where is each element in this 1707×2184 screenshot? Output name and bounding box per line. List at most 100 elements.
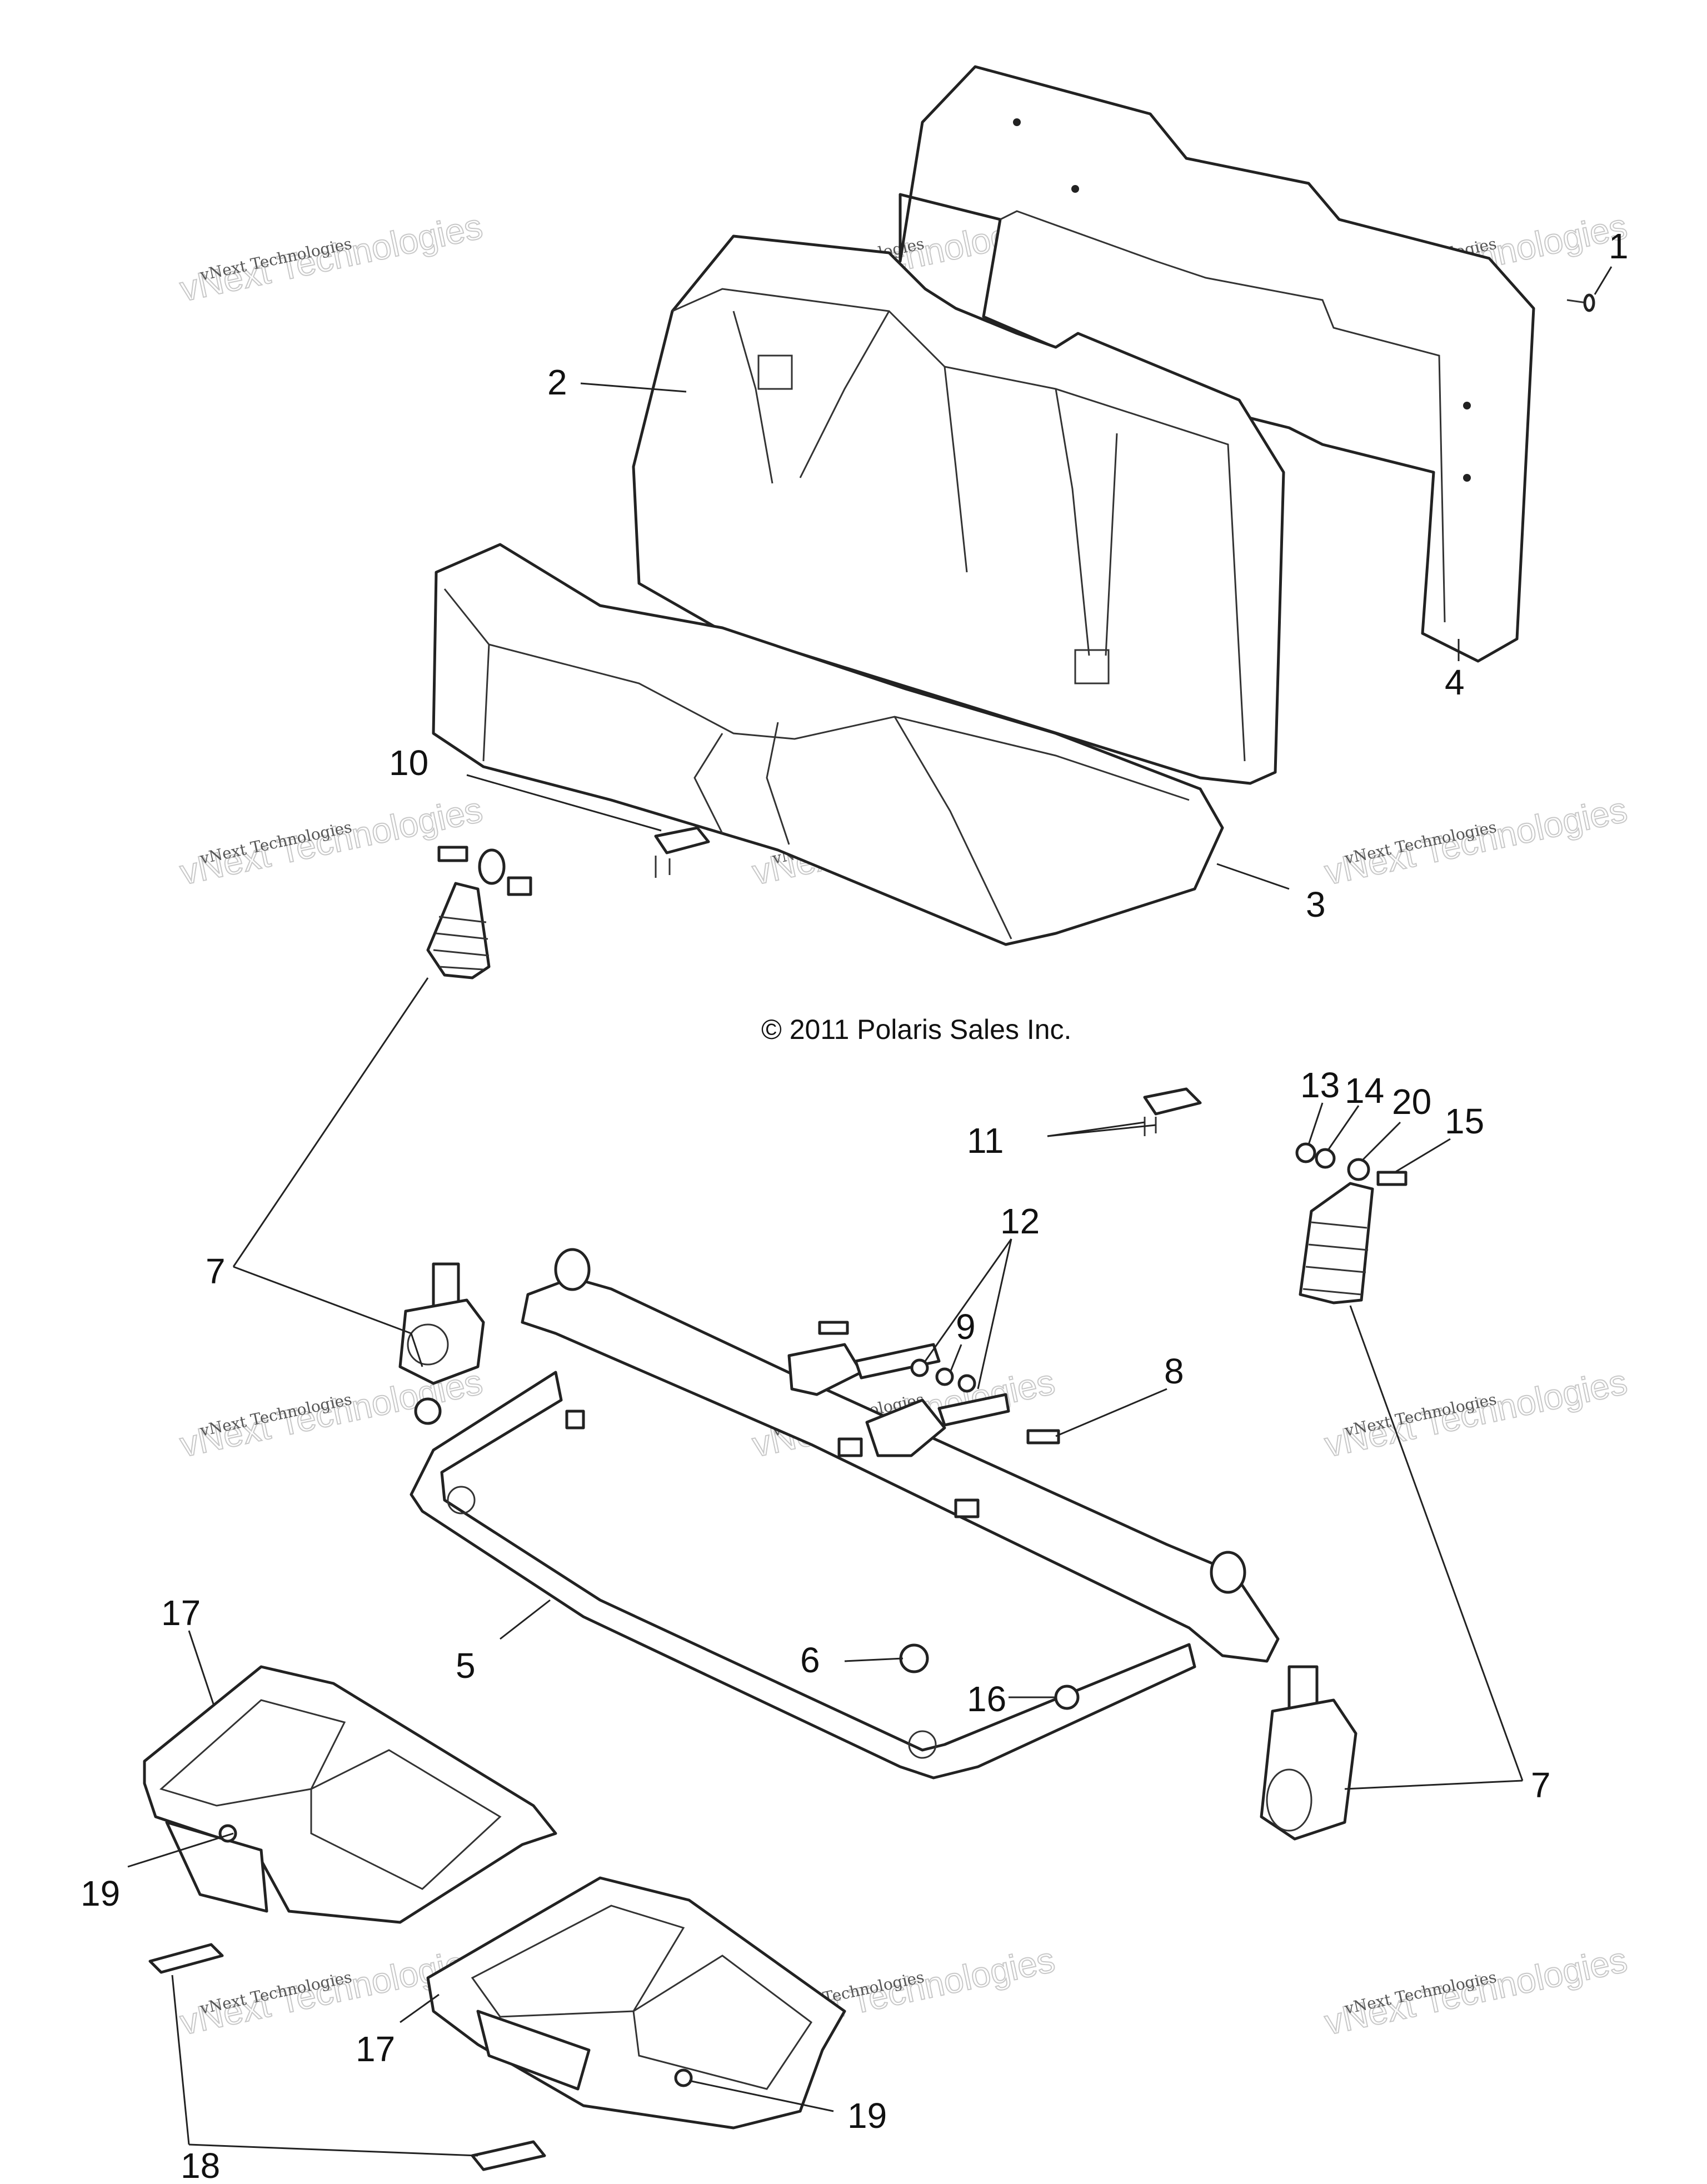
spacer	[1315, 1148, 1336, 1169]
frame-hole	[908, 1730, 937, 1759]
spacer	[507, 876, 532, 896]
buckle-right	[865, 1398, 946, 1457]
callout-13: 13	[1300, 1065, 1340, 1105]
tray-body	[476, 2010, 591, 2091]
callout-7-left: 7	[206, 1251, 226, 1291]
panel-hole	[1013, 118, 1021, 126]
post	[554, 1248, 591, 1291]
latch-plate-shape	[1143, 1087, 1202, 1116]
seat-back-strap	[1074, 649, 1110, 684]
bolt	[437, 846, 468, 862]
drain-plug	[674, 2068, 693, 2087]
leader-18-a	[188, 2143, 478, 2157]
buckle-strap	[937, 1393, 1010, 1427]
seat-belt-retractor-right	[1260, 1665, 1357, 1841]
frame-bracket	[837, 1437, 863, 1457]
callout-2: 2	[547, 362, 567, 402]
callout-1: 1	[1609, 226, 1629, 266]
leader-6	[844, 1657, 904, 1662]
leader-14	[1327, 1105, 1360, 1151]
boot-ridges	[433, 916, 490, 971]
panel-inner-edge	[1000, 210, 1446, 623]
callout-18: 18	[181, 2146, 220, 2184]
leader-17-upper	[188, 1630, 215, 1706]
nut	[935, 1367, 954, 1386]
seat-back-part	[632, 234, 1285, 785]
nut-part-6	[899, 1643, 929, 1673]
latch-plate-part-11	[1143, 1087, 1202, 1136]
nut-part-16	[1054, 1685, 1080, 1710]
drain-plug	[218, 1824, 237, 1843]
latch-plate-part-10	[654, 826, 710, 878]
screw-head	[1583, 293, 1595, 312]
pad-part-18	[148, 1943, 224, 1974]
anchor-plate	[478, 848, 506, 885]
frame-hole	[447, 1486, 476, 1515]
callout-9: 9	[956, 1307, 976, 1347]
watermark: vNext Technologies vNext Technologies	[1321, 789, 1631, 893]
leader-15	[1394, 1138, 1451, 1173]
leader-13	[1307, 1102, 1324, 1145]
leader-1	[1594, 266, 1613, 295]
leader-20	[1360, 1121, 1401, 1162]
tray-rim	[143, 1665, 557, 1924]
callout-19-lower: 19	[847, 2096, 887, 2136]
seat-bottom-top-contour	[443, 588, 1190, 801]
callout-4: 4	[1445, 662, 1465, 702]
callout-19-upper: 19	[81, 1873, 120, 1913]
callout-7-right: 7	[1531, 1765, 1551, 1805]
callout-12: 12	[1000, 1201, 1040, 1241]
leader-17-lower	[400, 1993, 440, 2023]
crossbar	[521, 1276, 1280, 1663]
screw-part-1	[1566, 293, 1595, 312]
callout-15: 15	[1445, 1101, 1484, 1141]
callout-10: 10	[389, 743, 428, 783]
leader-7-left-b	[232, 977, 429, 1267]
seat-back-panel-part	[899, 65, 1535, 663]
buckle-left	[787, 1343, 863, 1396]
watermark-outline-text: vNext Technologies	[177, 789, 486, 893]
callout-20: 20	[1392, 1082, 1431, 1122]
pad-part-18	[471, 2140, 546, 2171]
callout-8: 8	[1164, 1351, 1184, 1391]
screw-shaft	[1566, 299, 1587, 304]
callout-11: 11	[967, 1121, 1004, 1161]
callout-17-upper: 17	[161, 1593, 201, 1633]
panel-hole	[1463, 402, 1471, 409]
retractor-spool	[1266, 1768, 1312, 1832]
watermark-outline-text: vNext Technologies	[1321, 1940, 1631, 2043]
seat-back-seams	[732, 311, 1118, 656]
callout-16: 16	[967, 1679, 1006, 1719]
frame-bracket	[954, 1498, 980, 1518]
seat-frame-part	[410, 1248, 1280, 1780]
leader-7-right-a	[1344, 1780, 1523, 1790]
bolt	[1026, 1429, 1060, 1445]
leader-lines	[127, 266, 1613, 2157]
callout-3: 3	[1306, 884, 1326, 924]
washer	[910, 1358, 929, 1377]
buckle-strap	[854, 1343, 941, 1380]
washer	[1347, 1158, 1370, 1181]
watermark: vNext Technologies vNext Technologies	[176, 206, 487, 310]
watermark: vNext Technologies vNext Technologies	[1321, 1939, 1631, 2043]
latch-plate-shape	[654, 826, 710, 854]
retractor-body	[1260, 1698, 1357, 1841]
leader-9	[949, 1344, 962, 1373]
seat-belt-upper-left	[426, 846, 532, 979]
boot-ridges	[1302, 1221, 1369, 1296]
retractor-spool	[407, 1323, 449, 1366]
leader-8	[1055, 1388, 1167, 1437]
nut	[957, 1374, 976, 1393]
leader-12-b	[977, 1238, 1012, 1390]
belt-boot	[426, 882, 491, 979]
panel-hole	[1071, 185, 1079, 193]
leader-2	[580, 382, 687, 393]
watermark-outline-text: vNext Technologies	[1321, 1362, 1631, 1465]
watermark: vNext Technologies vNext Technologies	[1321, 1361, 1631, 1466]
buckle-assembly	[787, 1321, 1060, 1457]
nut	[1295, 1142, 1316, 1163]
seat-back-shape	[632, 234, 1285, 785]
leader-7-left-a	[233, 1266, 423, 1367]
seat-belt-upper-right	[1295, 1142, 1407, 1305]
post	[1210, 1551, 1246, 1594]
